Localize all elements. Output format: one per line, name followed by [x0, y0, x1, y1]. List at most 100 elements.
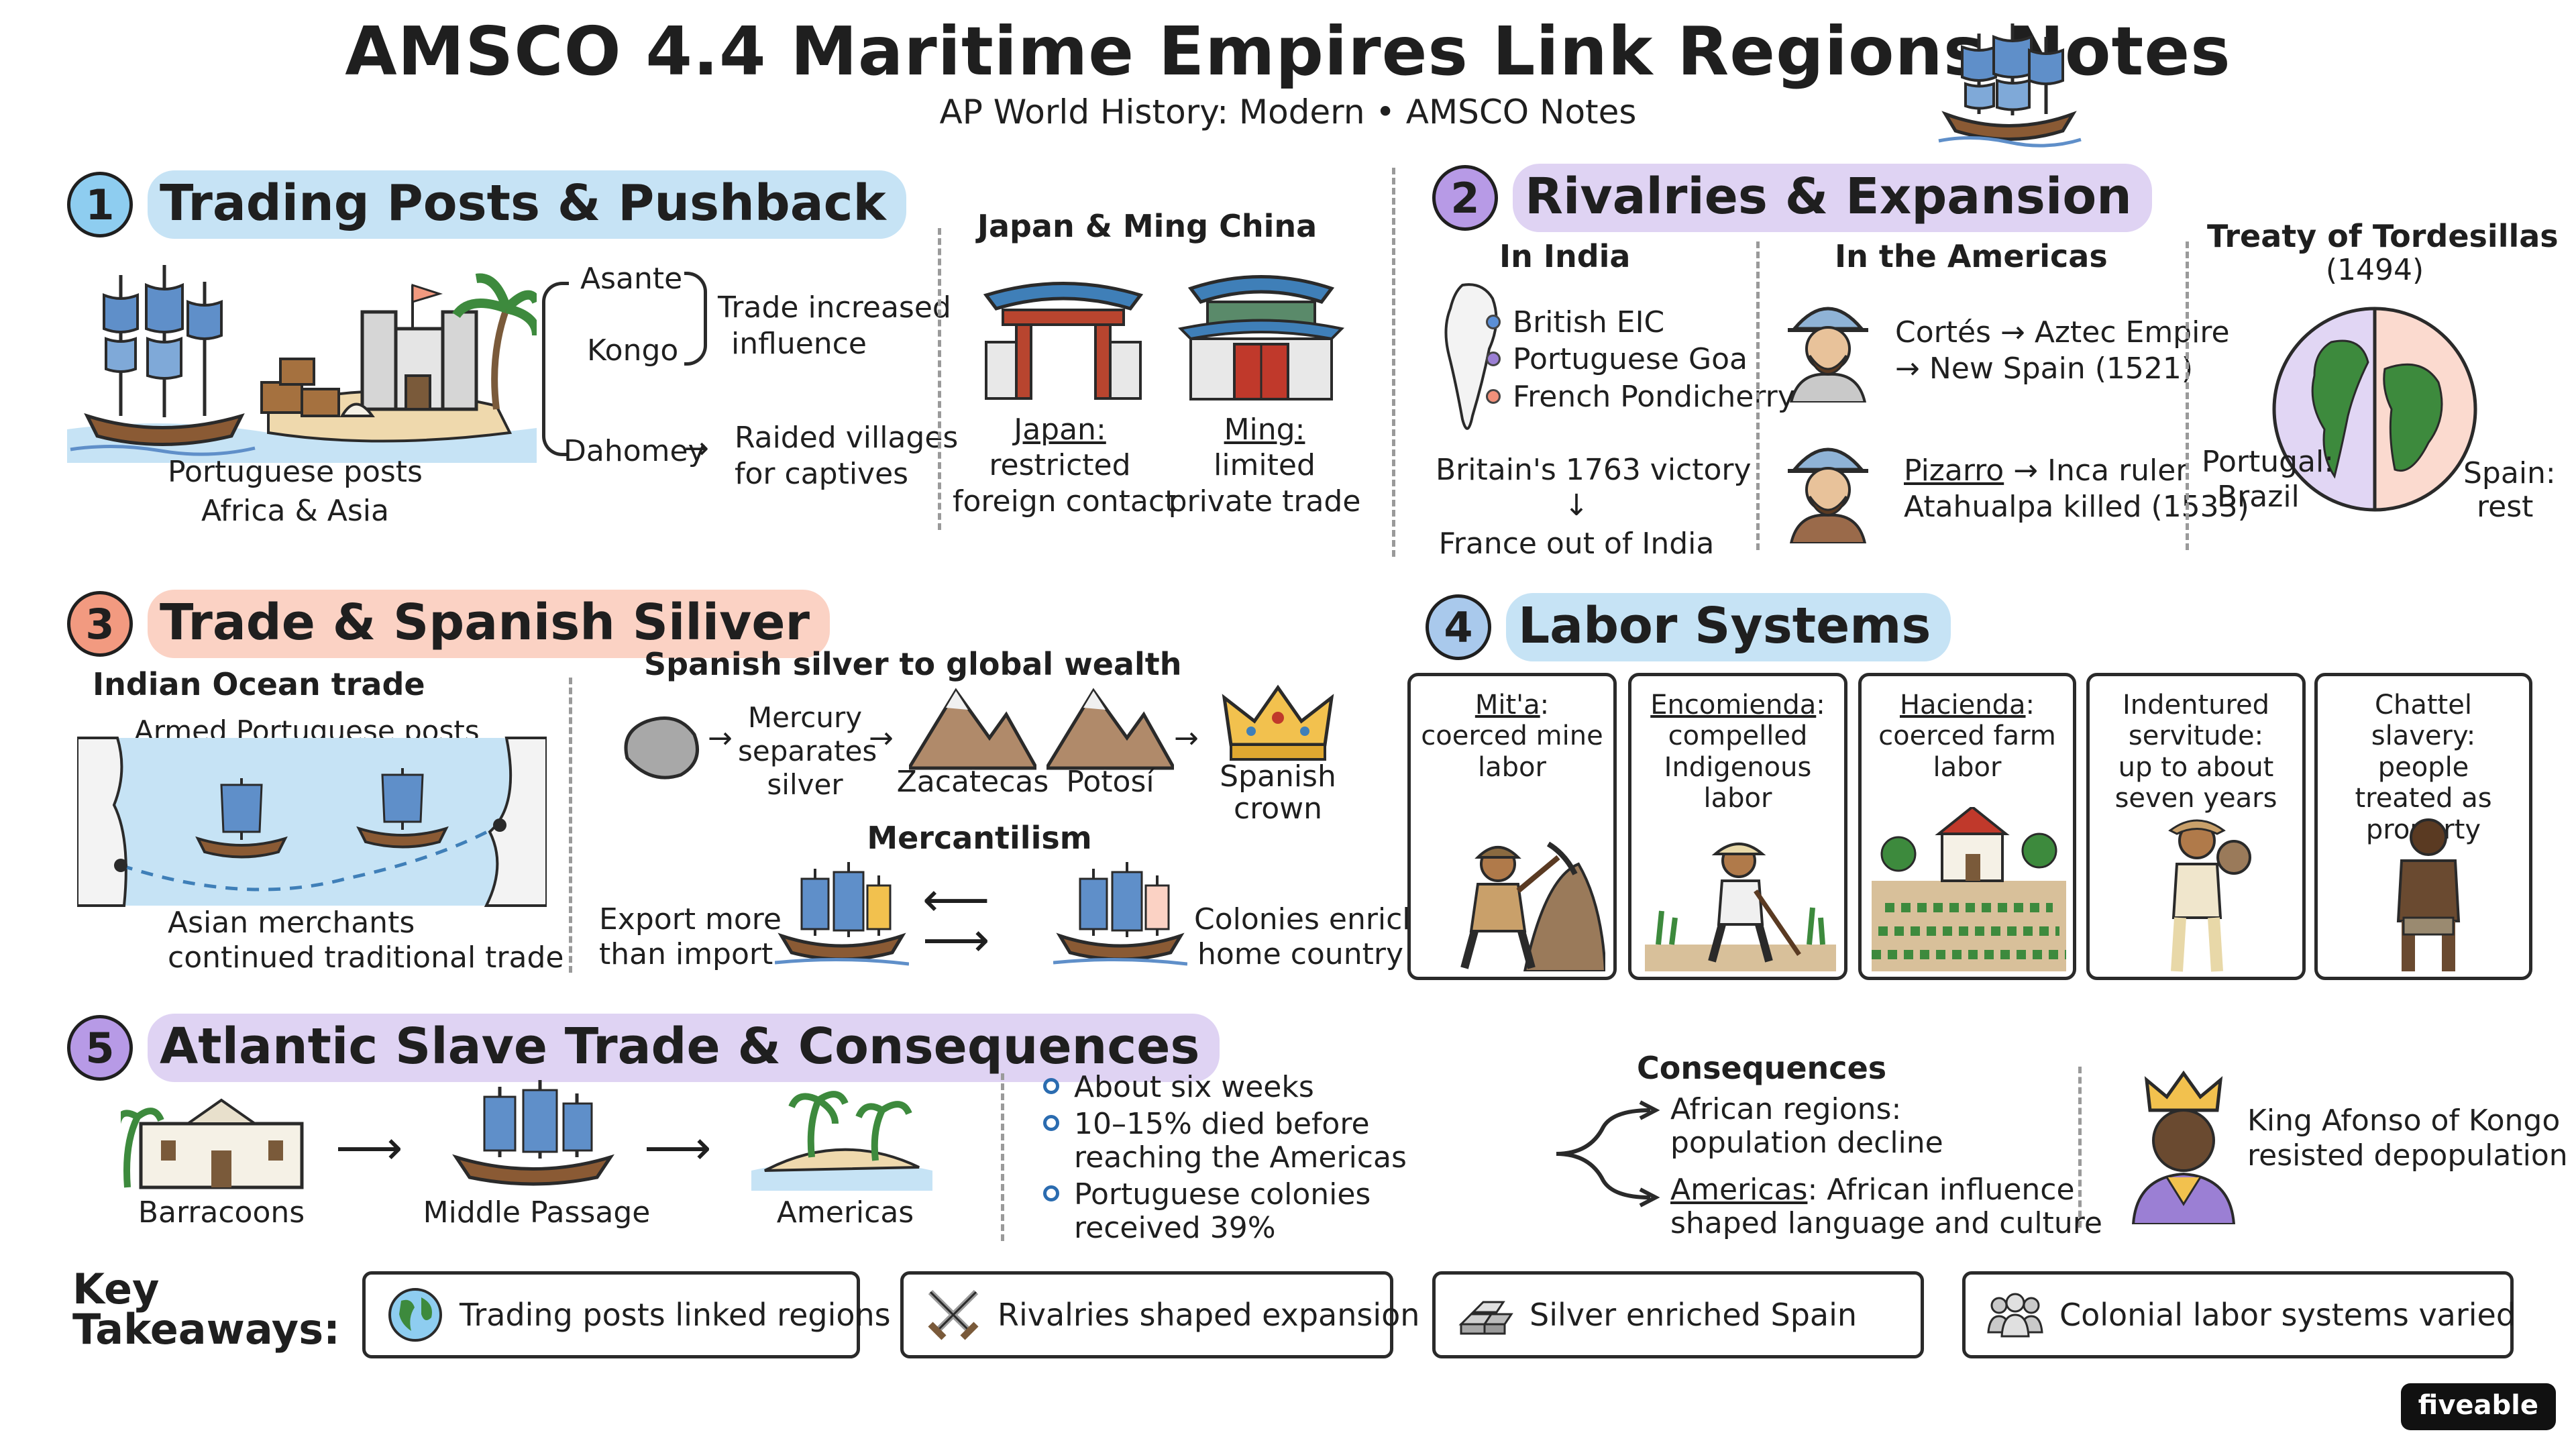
- silver-bars-icon: [1454, 1284, 1516, 1346]
- british-eic-label: British EIC: [1513, 305, 1665, 339]
- section-1-header: 1 Trading Posts & Pushback: [67, 170, 906, 239]
- silver-ore-illustration: [617, 711, 704, 785]
- king-afonso-text: King Afonso of Kongo: [2247, 1104, 2561, 1138]
- consequences-branch-arrows: [1550, 1100, 1664, 1208]
- japan-gate-illustration: [979, 268, 1147, 402]
- received-39-text: received 39%: [1074, 1211, 1276, 1245]
- ming-gate-illustration: [1177, 265, 1345, 402]
- section-1-title: Trading Posts & Pushback: [148, 170, 906, 239]
- trade-bracket-right: [684, 272, 707, 366]
- pizarro-portrait-icon: [1778, 429, 1878, 543]
- bullet-icon: [1043, 1078, 1059, 1094]
- mercury-line-3: silver: [767, 768, 843, 801]
- indian-ocean-heading: Indian Ocean trade: [93, 666, 425, 702]
- india-map-illustration: [1442, 282, 1503, 443]
- barracoons-label: Barracoons: [138, 1195, 305, 1230]
- dahomey-label: Dahomey: [564, 434, 706, 468]
- miner-illustration: [1424, 824, 1605, 971]
- section-4-header: 4 Labor Systems: [1426, 593, 1951, 661]
- cortes-line-1: Cortés → Aztec Empire: [1895, 315, 2230, 350]
- mercantile-ship-right-illustration: [1053, 855, 1187, 969]
- population-decline-text: population decline: [1670, 1126, 1943, 1160]
- indian-ocean-map-illustration: [77, 731, 547, 932]
- labor-card-encomienda-text: Encomienda:compelled Indigenous labor: [1650, 690, 1825, 814]
- zacatecas-mountain-illustration: [909, 684, 1036, 771]
- barracoons-illustration: [121, 1090, 322, 1191]
- section-2-title: Rivalries & Expansion: [1513, 164, 2152, 232]
- japan-ming-heading: Japan & Ming China: [977, 208, 1318, 244]
- section-2-mid-divider: [1756, 241, 1760, 550]
- labor-card-hacienda: Hacienda:coerced farm labor: [1858, 673, 2076, 980]
- pizarro-inca-text: → Inca ruler: [2004, 453, 2188, 488]
- labor-card-mita: Mit'a:coerced mine labor: [1407, 673, 1617, 980]
- americas-label: Americas: [776, 1195, 914, 1230]
- in-india-heading: In India: [1499, 238, 1631, 274]
- language-culture-text: shaped language and culture: [1670, 1206, 2102, 1240]
- for-captives-text: for captives: [735, 457, 909, 491]
- india-item-french-pondicherry: French Pondicherry: [1486, 380, 1795, 414]
- labor-card-encomienda: Encomienda:compelled Indigenous labor: [1628, 673, 1847, 980]
- hacienda-term: Hacienda: [1899, 690, 2026, 720]
- cortes-line-2: → New Spain (1521): [1895, 352, 2194, 386]
- bullet-died: 10–15% died before: [1043, 1107, 1370, 1141]
- takeaway-silver-text: Silver enriched Spain: [1529, 1297, 1858, 1333]
- export-line-1: Export more: [599, 902, 782, 936]
- mercantile-arrow-left: ⟵: [922, 872, 990, 927]
- pizarro-line-2: Atahualpa killed (1533): [1904, 490, 2249, 524]
- barracoons-arrow: ⟶: [335, 1120, 403, 1175]
- portuguese-marker: [1486, 352, 1501, 366]
- americas-island-illustration: [751, 1083, 932, 1191]
- section-5-divider-left: [1001, 1073, 1004, 1241]
- ore-arrow: →: [708, 721, 733, 755]
- labor-card-hacienda-text: Hacienda:coerced farm labor: [1878, 690, 2056, 783]
- takeaway-labor-text: Colonial labor systems varied: [2059, 1297, 2516, 1333]
- fiveable-logo: fiveable: [2400, 1383, 2556, 1430]
- potosi-arrow: →: [1174, 721, 1199, 755]
- ming-line-2: private trade: [1168, 484, 1361, 519]
- in-americas-heading: In the Americas: [1835, 238, 2108, 274]
- section-1-number: 1: [67, 172, 133, 237]
- died-text: 10–15% died before: [1074, 1107, 1370, 1141]
- section-5-header: 5 Atlantic Slave Trade & Consequences: [67, 1014, 1220, 1082]
- silver-heading: Spanish silver to global wealth: [644, 646, 1182, 682]
- spanish-crown-line-2: crown: [1233, 792, 1323, 826]
- kongo-label: Kongo: [587, 333, 679, 368]
- france-out-text: France out of India: [1438, 527, 1715, 561]
- indentured-servant-illustration: [2143, 810, 2257, 975]
- middle-passage-arrow: ⟶: [644, 1120, 712, 1175]
- victory-down-arrow: ↓: [1564, 488, 1589, 523]
- key-takeaways-label-line-2: Takeaways:: [72, 1305, 340, 1354]
- britain-victory-text: Britain's 1763 victory: [1436, 453, 1752, 487]
- takeaway-card-silver: Silver enriched Spain: [1432, 1271, 1924, 1358]
- section-3-header: 3 Trade & Spanish Siliver: [67, 590, 830, 658]
- mercury-line-1: Mercury: [747, 701, 863, 734]
- encomienda-term: Encomienda: [1650, 690, 1817, 720]
- africa-asia-caption: Africa & Asia: [201, 494, 389, 528]
- bullet-icon: [1043, 1115, 1059, 1131]
- hacienda-desc: coerced farm labor: [1878, 720, 2056, 783]
- crossed-swords-icon: [922, 1284, 984, 1346]
- section-2-right-divider: [2186, 241, 2189, 550]
- americas-influence-line: Americas: African influence: [1670, 1173, 2075, 1208]
- king-afonso-portrait-icon: [2120, 1070, 2247, 1224]
- raided-villages-text: Raided villages: [735, 421, 959, 455]
- bullet-died-cont: reaching the Americas: [1074, 1140, 1407, 1175]
- spanish-crown-illustration: [1221, 681, 1335, 761]
- labor-card-chattel: Chattel slavery: people treated as prope…: [2314, 673, 2532, 980]
- ming-line-1: limited: [1214, 448, 1316, 482]
- rest-label: rest: [2477, 490, 2534, 524]
- enslaved-person-illustration: [2385, 810, 2472, 975]
- bullet-colonies: Portuguese colonies: [1043, 1177, 1371, 1212]
- section-2-header: 2 Rivalries & Expansion: [1432, 164, 2152, 232]
- treaty-year: (1494): [2325, 253, 2424, 287]
- mercantile-arrow-right: ⟶: [922, 912, 990, 967]
- people-icon: [1984, 1284, 2046, 1346]
- treaty-heading: Treaty of Tordesillas: [2207, 218, 2559, 254]
- british-marker: [1486, 315, 1501, 329]
- asian-merchants-text: Asian merchants: [168, 906, 415, 940]
- hacienda-farm-illustration: [1872, 807, 2066, 971]
- bullet-six-weeks: About six weeks: [1043, 1070, 1314, 1104]
- takeaway-rivalries-text: Rivalries shaped expansion: [998, 1297, 1420, 1333]
- consequences-heading: Consequences: [1637, 1050, 1887, 1086]
- portuguese-post-illustration: [67, 248, 537, 463]
